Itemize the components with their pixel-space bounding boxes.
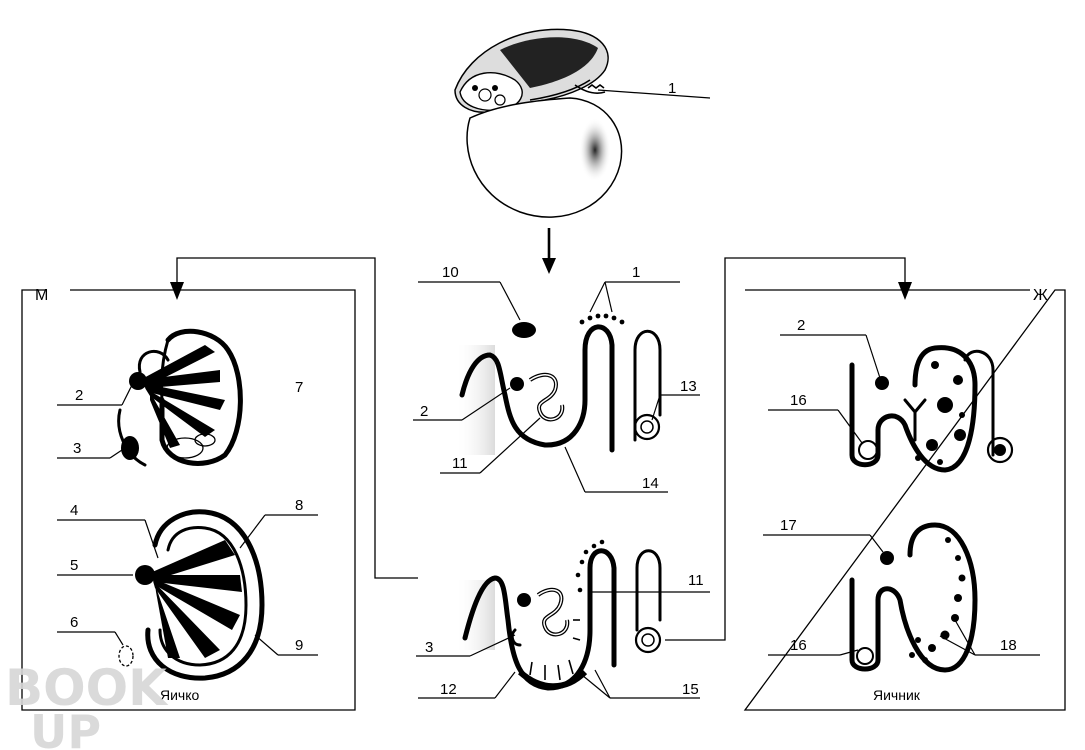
female-sign: Ж (1033, 287, 1048, 304)
label-16-lower: 16 (790, 637, 807, 654)
label-9: 9 (295, 637, 303, 654)
differentiating-gonad-drawing (455, 539, 662, 691)
vestige-dashed-outline (118, 645, 134, 667)
label-4: 4 (70, 502, 78, 519)
embryo-drawing (454, 28, 623, 218)
label-3-center: 3 (425, 639, 433, 656)
label-2-center: 2 (420, 403, 428, 420)
label-1-top: 1 (668, 80, 676, 97)
testis-caption: Яичко (160, 687, 200, 703)
label-18: 18 (1000, 637, 1017, 654)
testis-lower-drawing (135, 509, 265, 681)
indifferent-gonad-drawing (455, 313, 662, 455)
label-2-female: 2 (797, 317, 805, 334)
male-panel-frame (21, 289, 356, 711)
label-8: 8 (295, 497, 303, 514)
bookup-watermark: BOOK UP (5, 659, 169, 750)
label-13: 13 (680, 378, 697, 395)
ovary-lower-drawing (849, 522, 978, 673)
testis-upper-drawing (117, 328, 243, 467)
svg-text:BOOK: BOOK (5, 659, 169, 717)
label-3-male: 3 (73, 440, 81, 457)
label-11-upper: 11 (452, 455, 468, 472)
label-14: 14 (642, 475, 659, 492)
gonocyte-cluster (121, 436, 139, 460)
label-11-lower: 11 (688, 572, 704, 589)
ovary-caption: Яичник (873, 687, 921, 703)
label-1-center: 1 (632, 264, 640, 281)
label-6: 6 (70, 614, 78, 631)
connector-to-female (665, 257, 906, 641)
label-15: 15 (682, 681, 699, 698)
ovary-upper-drawing (849, 345, 1014, 473)
label-10: 10 (442, 264, 459, 281)
leader-1-top (597, 89, 711, 99)
label-5: 5 (70, 557, 78, 574)
female-panel-frame (743, 289, 1066, 711)
label-2-male: 2 (75, 387, 83, 404)
label-7: 7 (295, 379, 303, 396)
male-sign: М (35, 287, 48, 304)
connector-to-male (176, 257, 418, 579)
label-12: 12 (440, 681, 457, 698)
label-17: 17 (780, 517, 797, 534)
svg-text:UP: UP (30, 705, 101, 750)
label-16-upper: 16 (790, 392, 807, 409)
